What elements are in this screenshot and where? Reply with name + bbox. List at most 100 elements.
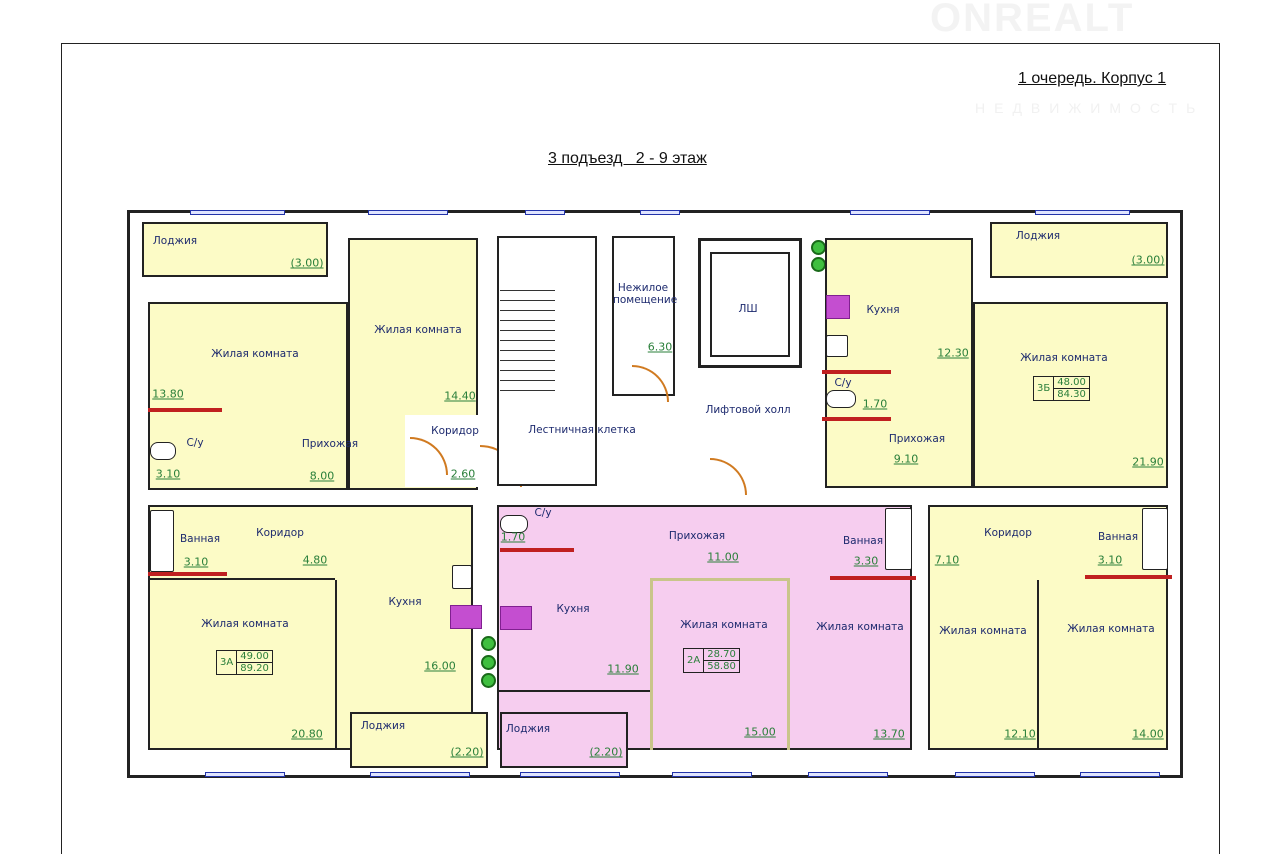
room-label: Жилая комната — [211, 348, 299, 360]
apartment-type: 3Б — [1034, 377, 1055, 400]
room-area: 4.80 — [302, 553, 328, 567]
room-area: 8.00 — [309, 469, 335, 483]
total-area: 89.20 — [237, 662, 272, 674]
room-area: 11.90 — [607, 662, 639, 676]
wet-wall — [822, 417, 891, 421]
elevator-shaft-inner — [710, 252, 790, 357]
toilet-icon — [500, 515, 528, 533]
toilet-icon — [826, 390, 856, 408]
room-area: 16.00 — [424, 659, 456, 673]
vent-icon — [481, 673, 496, 688]
room-label: Жилая комната — [1067, 623, 1155, 635]
window — [672, 772, 752, 777]
building-title: 1 очередь. Корпус 1 — [1018, 70, 1167, 87]
apartment-type: 2А — [684, 649, 705, 672]
window — [190, 210, 285, 215]
window — [205, 772, 285, 777]
apt-3b-north — [825, 238, 973, 488]
window — [640, 210, 680, 215]
room-label: Жилая комната — [680, 619, 768, 631]
apt-2a-living-1-walls — [650, 578, 790, 750]
room-area: 3.10 — [1097, 553, 1123, 567]
room-label: Жилая комната — [374, 324, 462, 336]
watermark-logo: ONREALT — [930, 0, 1135, 40]
room-label: Лоджия — [360, 720, 406, 732]
nonres-area: 6.30 — [647, 340, 673, 354]
window — [808, 772, 888, 777]
room-area: 3.30 — [853, 554, 879, 568]
apt-2a-loggia — [500, 712, 628, 768]
room-label: С/у — [834, 377, 852, 389]
room-label: Кухня — [866, 304, 900, 316]
apt-3a-loggia-top — [142, 222, 328, 277]
room-area: 3.10 — [155, 467, 181, 481]
room-label: Коридор — [256, 527, 304, 539]
room-area: 13.80 — [152, 387, 184, 401]
room-label: Коридор — [431, 425, 479, 437]
wall — [148, 578, 335, 580]
apt-3a-living-1 — [148, 302, 348, 490]
total-area: 58.80 — [704, 660, 739, 672]
room-label: Жилая комната — [1020, 352, 1108, 364]
room-label: С/у — [534, 507, 552, 519]
stove-icon — [500, 606, 532, 630]
sink-icon — [826, 335, 848, 357]
room-area: 14.40 — [444, 389, 476, 403]
room-area: 2.60 — [450, 467, 476, 481]
apt-3a-loggia-bottom — [350, 712, 488, 768]
wall — [1037, 580, 1039, 750]
window — [1035, 210, 1130, 215]
stair-steps — [500, 290, 555, 391]
room-area: 20.80 — [291, 727, 323, 741]
room-area: 3.10 — [183, 555, 209, 569]
room-label: Жилая комната — [816, 621, 904, 633]
stove-icon — [826, 295, 850, 319]
wet-wall — [1085, 575, 1172, 579]
bathtub-icon — [150, 510, 174, 572]
room-area: (2.20) — [589, 745, 623, 759]
window — [368, 210, 448, 215]
vent-icon — [481, 655, 496, 670]
room-label: Ванная — [179, 533, 221, 545]
room-area: 1.70 — [500, 530, 526, 544]
bathtub-icon — [885, 508, 912, 570]
room-label: Прихожая — [888, 433, 946, 445]
room-area: 9.10 — [893, 452, 919, 466]
room-area: 15.00 — [744, 725, 776, 739]
room-area: (3.00) — [1131, 253, 1165, 267]
room-area: 12.30 — [937, 346, 969, 360]
room-label: Прихожая — [668, 530, 726, 542]
window — [525, 210, 565, 215]
window — [370, 772, 470, 777]
stairwell-label: Лестничная клетка — [528, 424, 636, 436]
room-label: С/у — [186, 437, 204, 449]
living-area: 28.70 — [707, 649, 736, 660]
window — [850, 210, 930, 215]
wet-wall — [148, 572, 227, 576]
room-area: 11.00 — [707, 550, 739, 564]
room-label: Ванная — [842, 535, 884, 547]
room-area: 13.70 — [873, 727, 905, 741]
apt-3a-south — [148, 505, 473, 750]
room-label: Лоджия — [505, 723, 551, 735]
window — [520, 772, 620, 777]
room-label: Лоджия — [1015, 230, 1061, 242]
total-area: 84.30 — [1054, 388, 1089, 400]
room-label: Ванная — [1097, 531, 1139, 543]
wet-wall — [830, 576, 916, 580]
room-area: 14.00 — [1132, 727, 1164, 741]
living-area: 49.00 — [240, 651, 269, 662]
apt-3b-loggia — [990, 222, 1168, 278]
room-label: Лоджия — [152, 235, 198, 247]
stove-icon — [450, 605, 482, 629]
room-label: Коридор — [984, 527, 1032, 539]
vent-icon — [481, 636, 496, 651]
wet-wall — [500, 548, 574, 552]
nonres-label: Нежилое помещение — [613, 282, 678, 306]
lift-hall-label: Лифтовой холл — [705, 404, 791, 416]
room-label: Прихожая — [301, 438, 359, 450]
apt-3b-south — [928, 505, 1168, 750]
window — [955, 772, 1035, 777]
